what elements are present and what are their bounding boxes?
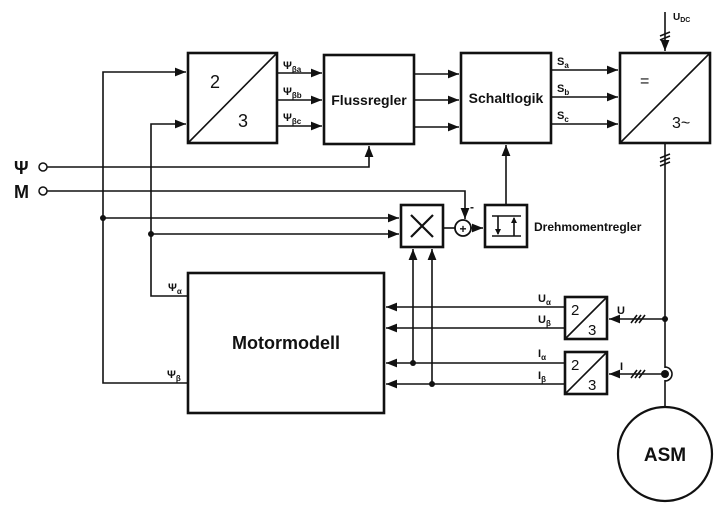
torque-controller-block[interactable] bbox=[483, 203, 529, 249]
psi-alpha-label: Ψα bbox=[168, 282, 182, 296]
flux-controller-block[interactable]: Flussregler bbox=[322, 53, 416, 146]
u-alpha-label: Uα bbox=[538, 293, 551, 307]
asm-label: ASM bbox=[644, 445, 686, 466]
sc-label: Sc bbox=[557, 110, 569, 124]
switching-logic-label: Schaltlogik bbox=[469, 90, 544, 106]
psi-beta-label: Ψβ bbox=[167, 369, 181, 383]
udc-label: UDC bbox=[673, 12, 690, 24]
inverter-block[interactable]: = 3~ bbox=[618, 51, 712, 145]
flux-input-label: Ψ bbox=[14, 158, 29, 178]
i-beta-label: Iβ bbox=[538, 370, 546, 384]
transform-2-3-block[interactable]: 2 3 bbox=[186, 51, 279, 145]
psi-beta-c-label: Ψβc bbox=[283, 112, 302, 126]
torque-controller-label: Drehmomentregler bbox=[534, 220, 642, 234]
plus-sign: + bbox=[459, 222, 466, 236]
transform-top-label: 2 bbox=[210, 72, 220, 92]
switching-logic-block[interactable]: Schaltlogik bbox=[459, 51, 553, 145]
u-label: U bbox=[617, 305, 625, 317]
current-transform-block[interactable]: 2 3 bbox=[563, 350, 609, 396]
sa-label: Sa bbox=[557, 56, 569, 70]
psi-beta-b-label: Ψβb bbox=[283, 86, 302, 100]
wires bbox=[47, 12, 673, 407]
sb-label: Sb bbox=[557, 83, 569, 97]
multiplier-block[interactable] bbox=[399, 203, 445, 249]
i-label: I bbox=[620, 361, 623, 373]
flux-input-terminal[interactable] bbox=[38, 162, 48, 172]
i-alpha-label: Iα bbox=[538, 348, 546, 362]
current-transform-top: 2 bbox=[571, 357, 579, 374]
flux-controller-label: Flussregler bbox=[331, 92, 407, 108]
motor-model-label: Motormodell bbox=[232, 333, 340, 353]
torque-input-terminal[interactable] bbox=[38, 186, 48, 196]
voltage-transform-bottom: 3 bbox=[588, 322, 596, 339]
motor-model-block[interactable]: Motormodell bbox=[186, 271, 386, 415]
voltage-transform-block[interactable]: 2 3 bbox=[563, 295, 609, 341]
asm-motor[interactable]: ASM bbox=[616, 405, 714, 503]
inverter-ac-label: 3~ bbox=[672, 115, 690, 132]
inverter-dc-label: = bbox=[640, 73, 649, 90]
summing-junction[interactable]: + bbox=[454, 219, 472, 237]
u-beta-label: Uβ bbox=[538, 314, 551, 328]
psi-beta-a-label: Ψβa bbox=[283, 60, 302, 74]
minus-sign: - bbox=[470, 200, 474, 214]
torque-input-label: M bbox=[14, 182, 29, 202]
transform-bottom-label: 3 bbox=[238, 111, 248, 131]
current-transform-bottom: 3 bbox=[588, 377, 596, 394]
signal-labels: Ψβa Ψβb Ψβc Sa Sb Sc UDC Ψα Ψβ Uα Uβ Iα … bbox=[167, 12, 690, 384]
voltage-transform-top: 2 bbox=[571, 302, 579, 319]
hysteresis-icon bbox=[492, 215, 521, 237]
